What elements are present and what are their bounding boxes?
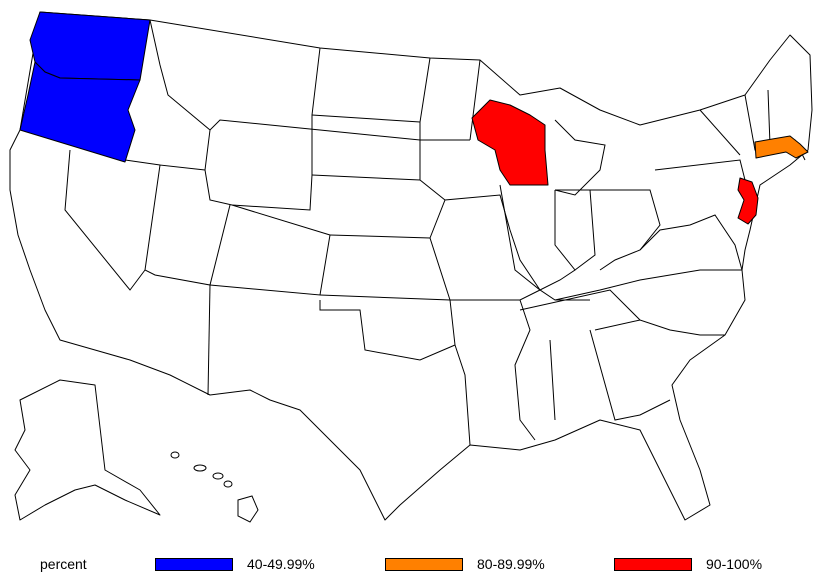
state-new-jersey [737, 177, 759, 225]
legend: percent 40-49.99% 80-89.99% 90-100% [0, 552, 827, 576]
us-outline [9, 11, 813, 521]
legend-label: 90-100% [706, 556, 763, 572]
legend-swatch [614, 558, 692, 571]
legend-title: percent [40, 556, 87, 572]
state-hawaii [170, 451, 259, 523]
state-washington [29, 11, 151, 81]
us-choropleth-map [9, 11, 813, 523]
legend-swatch [155, 558, 233, 571]
state-oregon [19, 61, 141, 163]
state-borders [64, 19, 806, 446]
legend-label: 80-89.99% [477, 556, 545, 572]
legend-label: 40-49.99% [247, 556, 315, 572]
state-alaska [14, 379, 161, 521]
state-wisconsin [471, 99, 549, 186]
legend-swatch [385, 558, 463, 571]
state-massachusetts [754, 135, 809, 159]
